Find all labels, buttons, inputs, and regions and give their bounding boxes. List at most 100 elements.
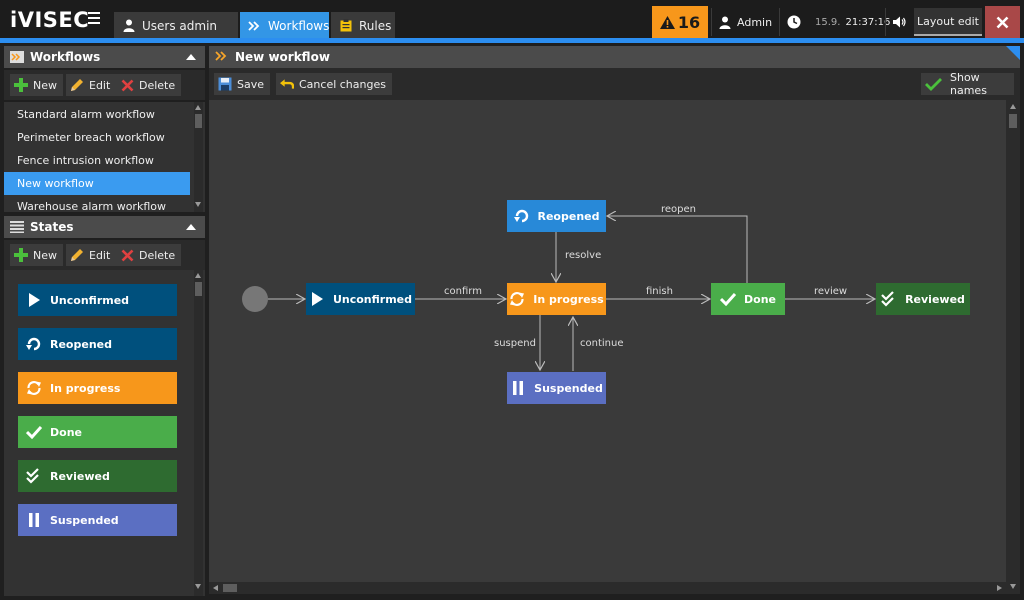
node-reopened[interactable]: Reopened: [507, 200, 606, 232]
tab-label: Users admin: [142, 18, 218, 33]
state-label: Unconfirmed: [50, 293, 130, 307]
pause-icon: [510, 380, 526, 396]
workflow-list-item[interactable]: Fence intrusion workflow: [17, 154, 154, 167]
scroll-up-icon[interactable]: [1010, 104, 1016, 109]
show-names-toggle[interactable]: Show names: [921, 71, 1014, 97]
cancel-changes-button[interactable]: Cancel changes: [276, 73, 392, 95]
state-label: Done: [50, 425, 82, 439]
clipboard-icon: [339, 19, 353, 33]
scroll-up-icon[interactable]: [195, 105, 201, 110]
state-label: Suspended: [50, 513, 119, 527]
play-icon: [26, 292, 42, 308]
delete-x-icon: [120, 248, 134, 262]
corner-indicator: [1006, 46, 1020, 60]
new-workflow-button[interactable]: New: [10, 74, 63, 96]
edge-reopen: [607, 216, 748, 283]
state-card-suspended[interactable]: Suspended: [18, 504, 177, 536]
node-reviewed[interactable]: Reviewed: [876, 283, 970, 315]
states-toolbar: New Edit Delete: [4, 240, 205, 270]
state-card-in-progress[interactable]: In progress: [18, 372, 177, 404]
pencil-icon: [70, 248, 84, 262]
edit-state-button[interactable]: Edit: [66, 244, 117, 266]
layout-edit-button[interactable]: Layout edit: [914, 8, 982, 36]
save-button[interactable]: Save: [214, 73, 271, 95]
state-card-unconfirmed[interactable]: Unconfirmed: [18, 284, 177, 316]
canvas-vertical-scrollbar[interactable]: [1006, 100, 1020, 594]
node-label: In progress: [533, 292, 604, 306]
plus-icon: [14, 248, 28, 262]
workflow-list-item[interactable]: Perimeter breach workflow: [17, 131, 165, 144]
scroll-thumb[interactable]: [223, 584, 237, 592]
edge-label-finish: finish: [646, 286, 673, 297]
tab-users-admin[interactable]: Users admin: [114, 12, 238, 39]
node-label: Reviewed: [905, 292, 965, 306]
states-list-icon: [10, 221, 24, 233]
undo-icon: [280, 77, 294, 91]
button-label: Delete: [139, 248, 176, 262]
editor-header: New workflow: [209, 46, 1020, 68]
state-label: In progress: [50, 381, 121, 395]
workflow-list-scrollbar[interactable]: [194, 102, 203, 212]
state-card-done[interactable]: Done: [18, 416, 177, 448]
user-menu[interactable]: Admin: [719, 8, 772, 36]
edit-workflow-button[interactable]: Edit: [66, 74, 117, 96]
scroll-thumb[interactable]: [195, 282, 202, 296]
edge-label-review: review: [814, 286, 848, 297]
double-chevron-icon: [248, 19, 262, 33]
tab-rules[interactable]: Rules: [331, 12, 395, 39]
tab-workflows[interactable]: Workflows: [240, 12, 329, 39]
node-unconfirmed[interactable]: Unconfirmed: [306, 283, 415, 315]
top-bar: iVISEC Users admin Workflows Rules 16 Ad…: [0, 0, 1024, 40]
node-done[interactable]: Done: [711, 283, 785, 315]
new-state-button[interactable]: New: [10, 244, 63, 266]
delete-x-icon: [120, 78, 134, 92]
node-label: Done: [744, 292, 776, 306]
close-button[interactable]: [985, 6, 1020, 38]
workflow-list-item[interactable]: Standard alarm workflow: [17, 108, 155, 121]
states-list-scrollbar[interactable]: [194, 270, 203, 596]
workflows-panel-header[interactable]: Workflows: [4, 46, 205, 68]
edge-label-resolve: resolve: [565, 250, 602, 261]
panel-title: States: [30, 220, 74, 234]
node-suspended[interactable]: Suspended: [507, 372, 606, 404]
scroll-down-icon[interactable]: [195, 584, 201, 589]
menu-icon[interactable]: [88, 12, 100, 24]
state-card-reviewed[interactable]: Reviewed: [18, 460, 177, 492]
button-label: New: [33, 248, 57, 262]
state-card-reopened[interactable]: Reopened: [18, 328, 177, 360]
volume-button[interactable]: [893, 8, 907, 36]
canvas-horizontal-scrollbar[interactable]: [209, 582, 1006, 594]
workflow-canvas[interactable]: confirm finish review reopen resolve sus…: [209, 100, 1006, 582]
edge-label-continue: continue: [580, 338, 624, 349]
scroll-right-icon[interactable]: [997, 585, 1002, 591]
double-check-icon: [881, 291, 897, 307]
scroll-down-icon[interactable]: [195, 202, 201, 207]
refresh-icon: [26, 380, 42, 396]
delete-workflow-button[interactable]: Delete: [116, 74, 182, 96]
alarm-counter-button[interactable]: 16: [652, 6, 708, 38]
scroll-thumb[interactable]: [1009, 114, 1017, 128]
warning-icon: [659, 15, 675, 29]
collapse-caret-icon[interactable]: [186, 224, 196, 230]
time-text: 21:37:16: [845, 16, 891, 28]
workflows-toolbar: New Edit Delete: [4, 70, 205, 100]
check-icon: [26, 424, 42, 440]
scroll-left-icon[interactable]: [213, 585, 218, 591]
scroll-up-icon[interactable]: [195, 273, 201, 278]
divider: [885, 8, 886, 36]
collapse-caret-icon[interactable]: [186, 54, 196, 60]
states-panel-header[interactable]: States: [4, 216, 205, 238]
user-name: Admin: [737, 15, 773, 29]
alarm-count: 16: [677, 12, 701, 32]
node-in-progress[interactable]: In progress: [507, 283, 606, 315]
start-node[interactable]: [242, 286, 268, 312]
workflow-icon: [10, 51, 24, 63]
delete-state-button[interactable]: Delete: [116, 244, 182, 266]
button-label: Save: [237, 77, 265, 91]
scroll-thumb[interactable]: [195, 114, 202, 128]
button-label: Edit: [89, 248, 111, 262]
scroll-down-icon[interactable]: [1010, 584, 1016, 589]
workflow-list-item-selected[interactable]: New workflow: [4, 172, 190, 195]
workflow-list-item[interactable]: Warehouse alarm workflow: [17, 200, 166, 212]
refresh-icon: [509, 291, 525, 307]
